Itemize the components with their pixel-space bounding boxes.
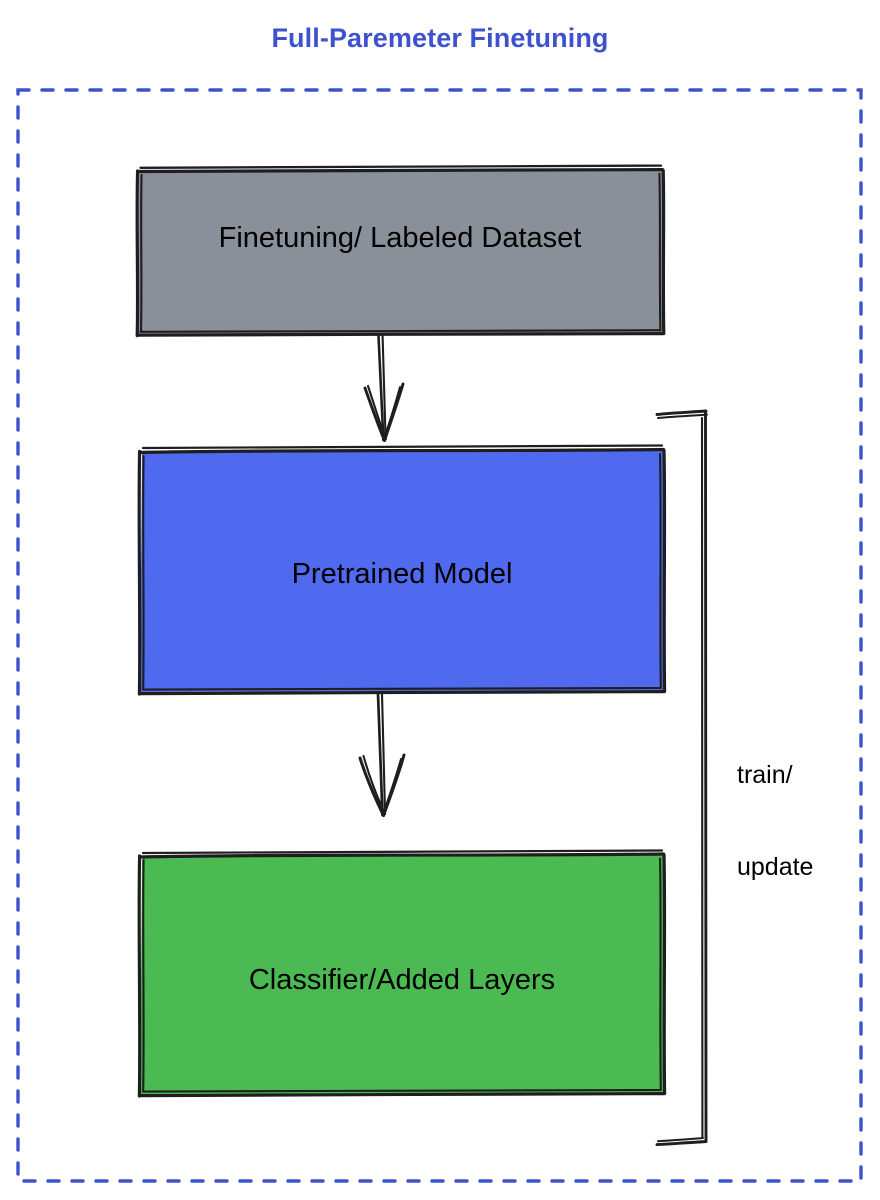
node-pretrained-model[interactable]	[137, 444, 667, 696]
arrow-dataset-to-pretrained	[363, 334, 405, 442]
page-title: Full-Paremeter Finetuning	[271, 23, 609, 53]
node-label-dataset: Finetuning/ Labeled Dataset	[218, 222, 582, 254]
dashed-frame	[16, 88, 863, 1183]
edge-label-line-1: train/	[737, 761, 793, 789]
arrow-pretrained-to-classifier	[358, 692, 406, 817]
node-label-classifier: Classifier/Added Layers	[248, 964, 556, 996]
node-classifier-added-layers[interactable]	[137, 849, 667, 1098]
node-finetuning-dataset[interactable]	[135, 164, 666, 338]
edge-label-line-2: update	[737, 852, 814, 881]
node-dataset-fill	[138, 170, 663, 334]
node-label-pretrained: Pretrained Model	[291, 558, 513, 590]
node-pretrained-fill	[140, 450, 664, 692]
edge-train-update-bracket	[655, 409, 708, 1147]
edge-label-train-update: train/ update	[737, 699, 813, 943]
node-classifier-fill	[140, 855, 664, 1094]
